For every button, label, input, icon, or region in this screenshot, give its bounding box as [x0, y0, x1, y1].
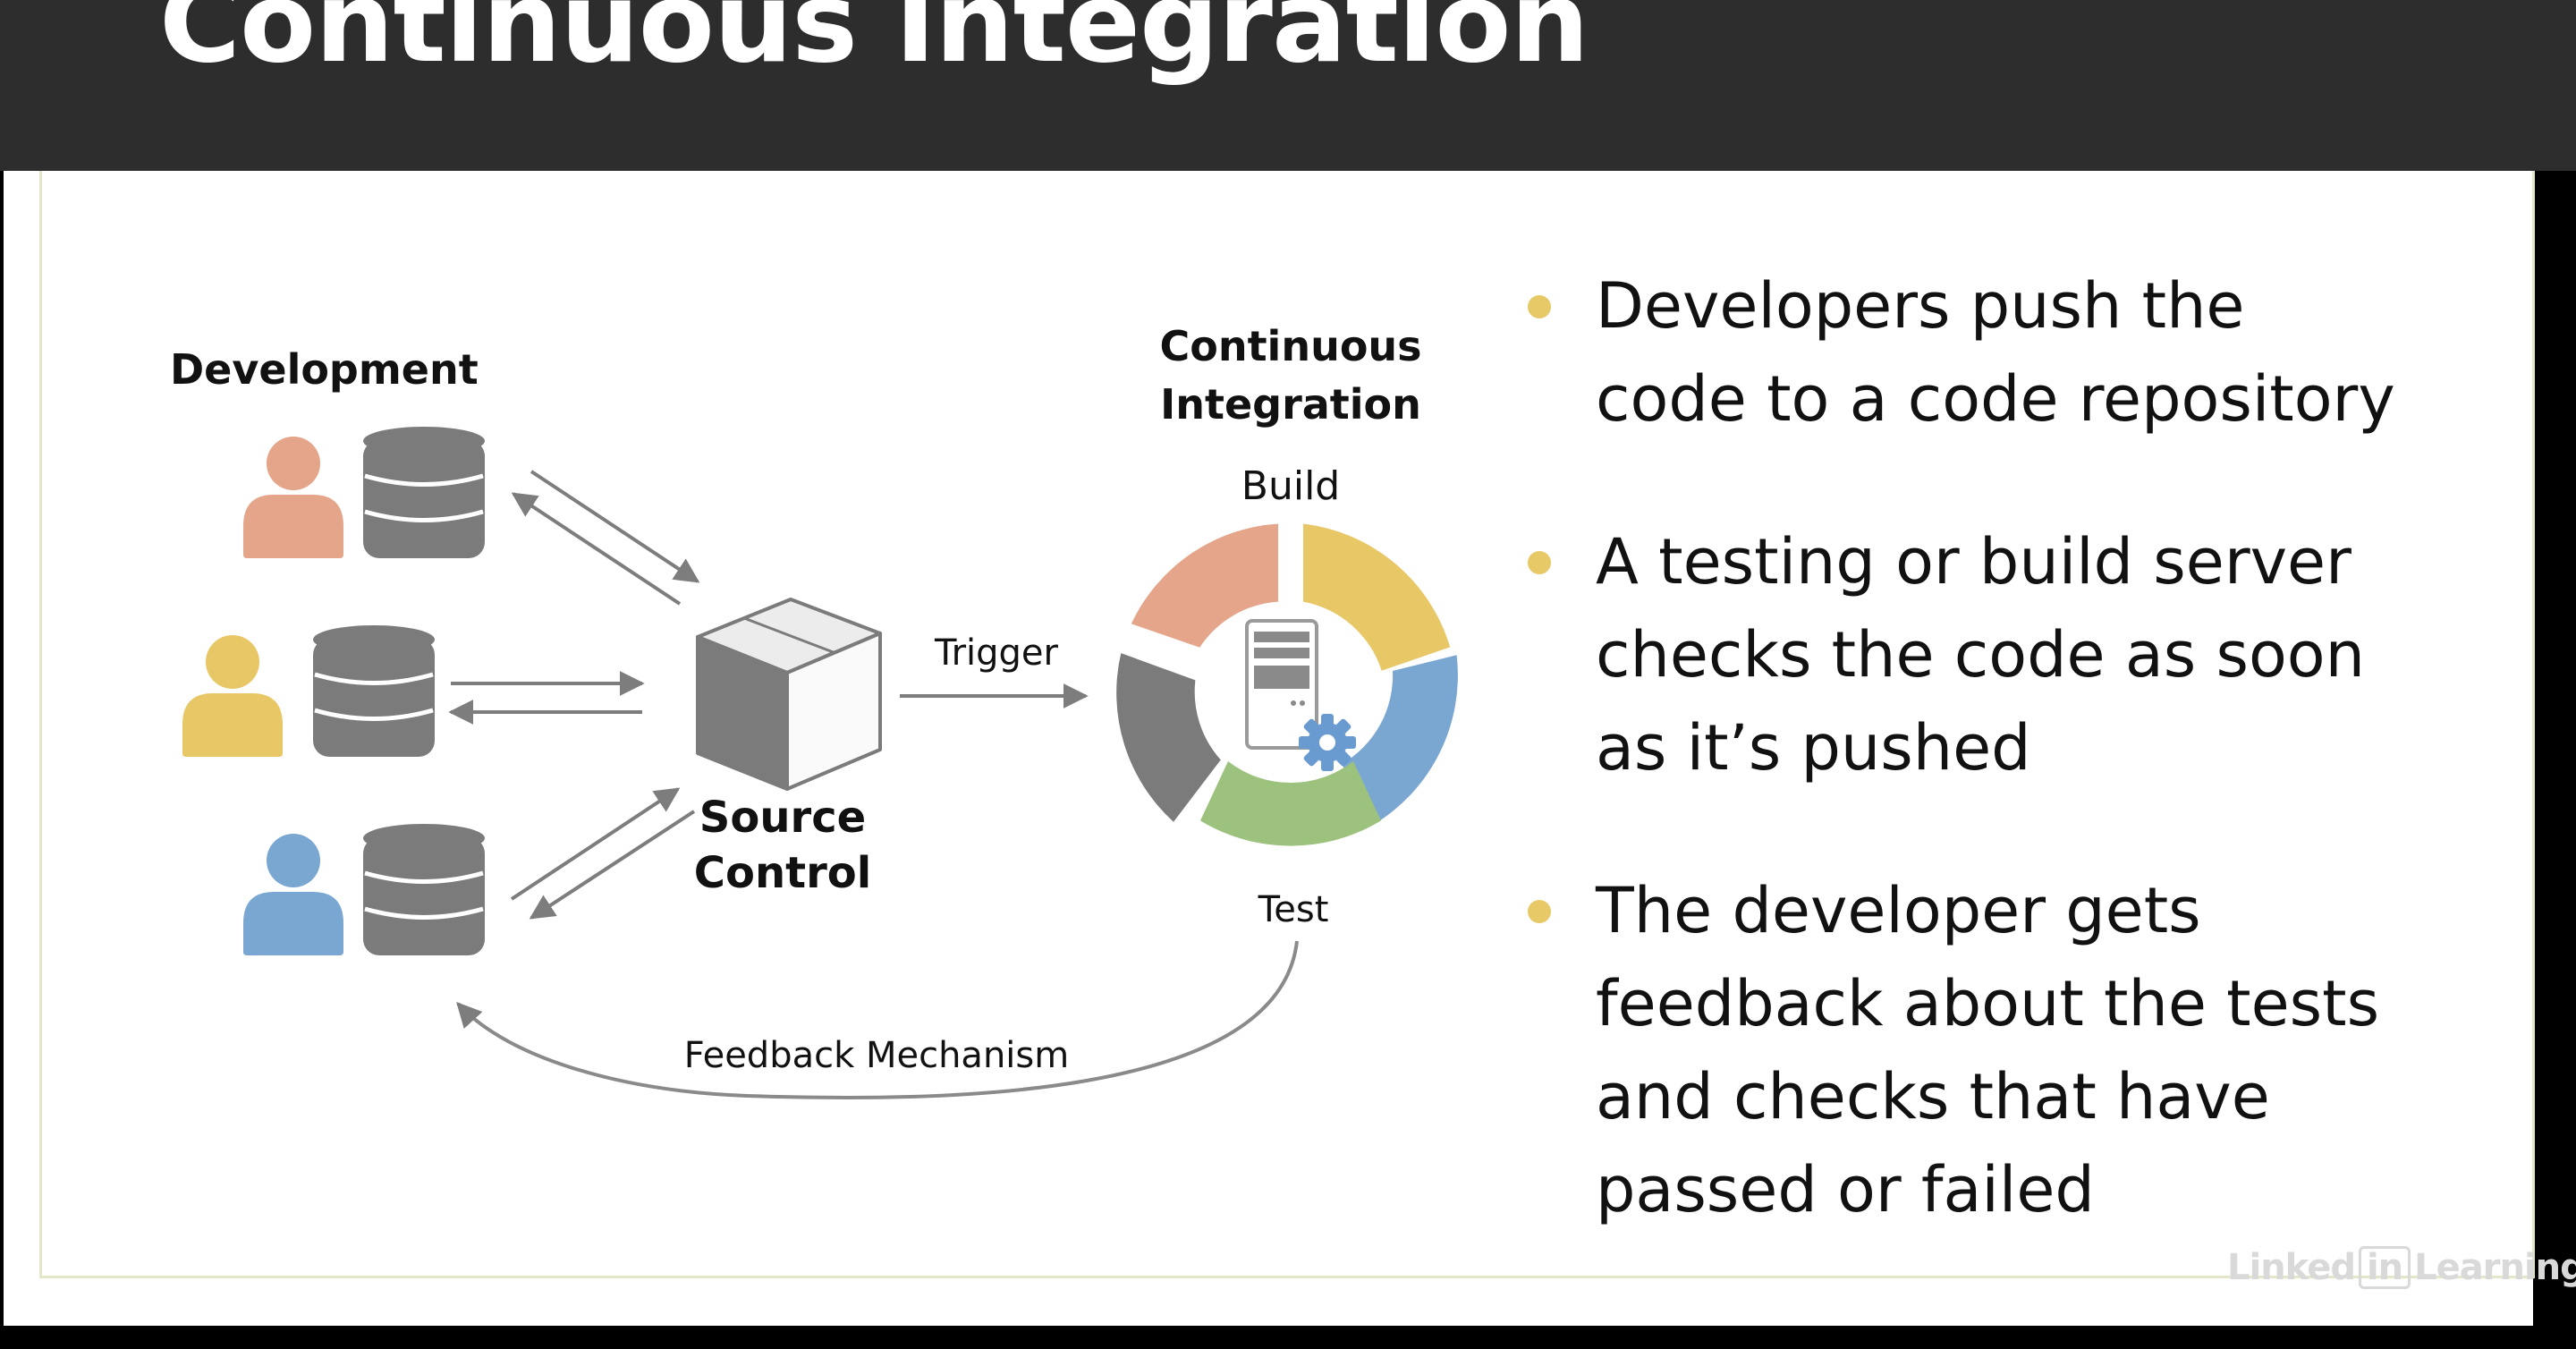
source-control-label-line2: Control: [694, 848, 871, 898]
bottom-edge: [0, 1326, 2576, 1349]
sync-arrows: [448, 470, 700, 920]
push-arrow-3: [510, 787, 681, 901]
developer-icon-2: [182, 635, 283, 757]
pull-arrow-3: [529, 810, 696, 920]
bullet-line: as it’s pushed: [1596, 711, 2031, 785]
build-label: Build: [1241, 463, 1340, 509]
logo-text-linked: Linked: [2227, 1247, 2356, 1288]
developer-icon-1: [243, 437, 343, 558]
source-control-box-icon: [696, 598, 882, 791]
database-icon-3: [363, 824, 485, 955]
database-icon-2: [313, 625, 435, 757]
ci-label-line2: Integration: [1160, 380, 1421, 428]
development-label: Development: [170, 345, 479, 394]
ring-segment-green: [1200, 761, 1381, 846]
bullet-dot-icon: [1528, 551, 1551, 574]
feedback-arrow: [456, 940, 1299, 1099]
bullet-item: A testing or build server checks the cod…: [1521, 515, 2522, 794]
left-edge: [0, 171, 4, 1326]
developer-icon-3: [243, 834, 343, 955]
bullet-line: code to a code repository: [1596, 362, 2395, 436]
slide-title: Continuous Integration: [159, 0, 1589, 88]
bullet-line: feedback about the tests: [1596, 967, 2380, 1040]
source-control-label-line1: Source: [699, 793, 866, 843]
trigger-label: Trigger: [934, 632, 1059, 674]
ring-segment-yellow: [1303, 523, 1451, 671]
bullet-line: and checks that have: [1596, 1060, 2270, 1133]
linkedin-learning-logo: Linked in Learning: [2227, 1246, 2576, 1289]
bullet-line: The developer gets: [1596, 874, 2201, 947]
bullet-dot-icon: [1528, 900, 1551, 923]
test-label: Test: [1258, 889, 1329, 930]
bullet-line: A testing or build server: [1596, 525, 2351, 598]
ring-segment-gray: [1116, 653, 1221, 822]
ring-segment-salmon: [1131, 523, 1278, 648]
bullet-item: The developer gets feedback about the te…: [1521, 864, 2522, 1236]
logo-text-in: in: [2358, 1246, 2411, 1289]
bullet-line: passed or failed: [1596, 1153, 2095, 1226]
bullet-line: Developers push the: [1596, 269, 2245, 343]
bullet-line: checks the code as soon: [1596, 618, 2365, 691]
logo-text-learning: Learning: [2414, 1247, 2576, 1288]
pull-arrow-1: [511, 492, 682, 606]
ci-label-line1: Continuous: [1159, 322, 1421, 370]
feedback-label: Feedback Mechanism: [684, 1035, 1069, 1076]
bullet-dot-icon: [1528, 295, 1551, 318]
slide-frame: [39, 171, 2535, 1278]
build-server-icon: [1245, 619, 1318, 750]
title-bar: Continuous Integration: [0, 0, 2576, 171]
push-arrow-1: [530, 470, 700, 583]
bullet-list: Developers push the code to a code repos…: [1521, 259, 2522, 1306]
ring-segment-blue: [1342, 655, 1458, 826]
gear-icon: [1299, 714, 1356, 771]
database-icon-1: [363, 427, 485, 558]
right-edge: [2533, 171, 2576, 1326]
bullet-item: Developers push the code to a code repos…: [1521, 259, 2522, 445]
ci-cycle-ring: [1116, 523, 1458, 846]
